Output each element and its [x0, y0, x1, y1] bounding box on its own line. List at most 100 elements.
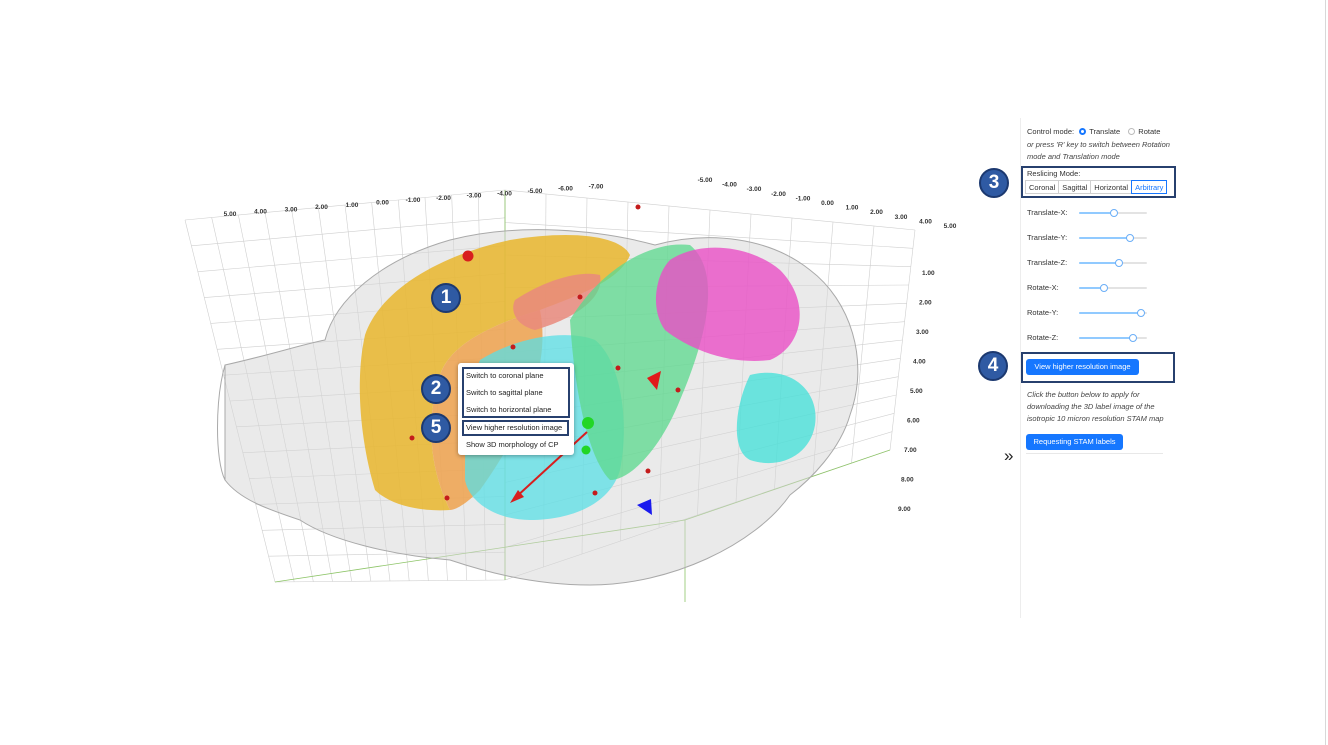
rotate-radio-label[interactable]: Rotate	[1138, 127, 1161, 136]
axis-tick-top-11: -6.00	[558, 186, 573, 193]
axis-tick-right-5: 6.00	[907, 418, 920, 425]
control-mode-row: Control mode: Translate Rotate	[1027, 127, 1160, 136]
rotate-handle-blue[interactable]	[637, 499, 652, 515]
reslicing-mode-label: Reslicing Mode:	[1027, 169, 1081, 178]
axis-tick-top-22: 4.00	[919, 218, 932, 225]
slider-label-1: Translate-Y:	[1027, 233, 1068, 242]
axis-tick-top-10: -5.00	[528, 188, 543, 195]
callout-4: 4	[978, 351, 1008, 381]
context-menu: Switch to coronal plane Switch to sagitt…	[458, 363, 574, 455]
menu-item-show-cp-morphology[interactable]: Show 3D morphology of CP	[466, 440, 559, 449]
handle-green[interactable]	[582, 417, 594, 429]
region-cortex	[359, 235, 630, 511]
translate-radio-label[interactable]: Translate	[1089, 127, 1121, 136]
slider-fill-3	[1079, 287, 1103, 289]
marker-points	[409, 204, 681, 501]
axis-tick-top-8: -3.00	[467, 193, 482, 200]
slider-thumb-3[interactable]	[1099, 284, 1108, 292]
collapse-panel-icon[interactable]: »	[1004, 446, 1014, 465]
slider-label-3: Rotate-X:	[1027, 283, 1059, 292]
menu-item-switch-horizontal[interactable]: Switch to horizontal plane	[466, 405, 552, 414]
callout-3: 3	[979, 168, 1009, 198]
axis-tick-top-18: 0.00	[821, 200, 834, 207]
arrow-red-head	[510, 490, 524, 503]
axis-tick-right-1: 2.00	[919, 300, 932, 307]
slider-track-4[interactable]	[1079, 309, 1147, 317]
mode-hint-line2: mode and Translation mode	[1027, 152, 1120, 161]
slider-thumb-0[interactable]	[1110, 209, 1118, 217]
callout-1: 1	[431, 283, 461, 313]
rotate-handle-red[interactable]	[647, 371, 661, 390]
arrow-red-line	[514, 431, 588, 499]
download-note-line2: downloading the 3D label image of the	[1027, 402, 1155, 411]
highlight-frame-plane-items	[462, 367, 570, 418]
control-mode-label: Control mode:	[1027, 127, 1075, 136]
highlight-frame-view-button	[1021, 352, 1175, 383]
axis-tick-right-0: 1.00	[922, 270, 935, 277]
slider-thumb-5[interactable]	[1129, 334, 1138, 342]
axis-tick-right-7: 8.00	[901, 477, 914, 484]
axis-tick-top-16: -2.00	[771, 191, 786, 198]
slider-thumb-2[interactable]	[1115, 259, 1124, 267]
request-stam-labels-button[interactable]: Requesting STAM labels	[1026, 434, 1123, 450]
reslicing-mode-segmented: Coronal Sagittal Horizontal Arbitrary	[1025, 180, 1168, 194]
highlight-frame-view-item	[462, 420, 569, 436]
axis-tick-top-2: 3.00	[285, 206, 298, 213]
reslicing-option-arbitrary[interactable]: Arbitrary	[1131, 180, 1168, 194]
olfactory-bulb	[217, 364, 226, 481]
region-salmon	[513, 273, 601, 330]
slider-fill-4	[1079, 312, 1141, 314]
grid-line-rh-1	[504, 222, 913, 249]
download-note-line1: Click the button below to apply for	[1027, 390, 1140, 399]
axis-tick-top-6: -1.00	[406, 197, 421, 204]
axis-tick-top-7: -2.00	[436, 195, 451, 202]
mode-hint-line1: or press 'R' key to switch between Rotat…	[1027, 140, 1170, 149]
slider-track-3[interactable]	[1079, 284, 1147, 292]
grid-line-h-14	[274, 579, 506, 583]
slider-track-2[interactable]	[1079, 259, 1147, 267]
axis-tick-top-4: 1.00	[346, 202, 359, 209]
axis-tick-top-19: 1.00	[846, 205, 859, 212]
page-edge	[1325, 0, 1326, 745]
slider-thumb-1[interactable]	[1126, 234, 1135, 242]
highlight-frame-reslicing	[1021, 166, 1176, 198]
grid-line-h-0	[184, 189, 506, 221]
callout-2: 2	[421, 374, 451, 404]
handle-green-small[interactable]	[581, 445, 591, 455]
axis-tick-right-8: 9.00	[898, 506, 911, 513]
reslicing-option-horizontal[interactable]: Horizontal	[1090, 180, 1133, 194]
axis-tick-top-12: -7.00	[589, 183, 604, 190]
control-panel: Control mode: Translate Rotate or press …	[1020, 118, 1170, 618]
menu-item-view-high-res[interactable]: View higher resolution image	[466, 423, 563, 432]
axis-tick-top-20: 2.00	[870, 209, 883, 216]
axis-tick-right-2: 3.00	[916, 329, 929, 336]
slider-track-1[interactable]	[1079, 234, 1147, 242]
axis-tick-top-17: -1.00	[796, 195, 811, 202]
slider-fill-0	[1079, 212, 1113, 214]
grid-line-rh-0	[504, 189, 916, 231]
axis-tick-right-4: 5.00	[910, 388, 923, 395]
download-note-line3: isotropic 10 micron resolution STAM map	[1027, 414, 1164, 423]
axis-tick-top-14: -4.00	[722, 182, 737, 189]
slider-thumb-4[interactable]	[1137, 309, 1146, 317]
menu-item-switch-coronal[interactable]: Switch to coronal plane	[466, 371, 544, 380]
marker-large-red[interactable]	[462, 250, 474, 262]
region-cerebellum-cyan	[736, 372, 816, 464]
slider-track-5[interactable]	[1079, 334, 1147, 342]
grid-line-h-1	[191, 217, 506, 247]
region-magenta	[655, 247, 800, 361]
axis-tick-top-5: 0.00	[376, 200, 389, 207]
slider-fill-1	[1079, 237, 1130, 239]
translate-radio[interactable]	[1079, 128, 1087, 135]
view-high-res-button[interactable]: View higher resolution image	[1026, 359, 1139, 375]
rotate-radio[interactable]	[1128, 128, 1136, 135]
axis-tick-right-6: 7.00	[904, 447, 917, 454]
slider-label-4: Rotate-Y:	[1027, 308, 1059, 317]
axis-tick-top-13: -5.00	[698, 177, 713, 184]
axis-tick-top-3: 2.00	[315, 204, 328, 211]
axis-tick-right-3: 4.00	[913, 359, 926, 366]
axis-tick-top-0: 5.00	[224, 211, 237, 218]
slider-label-2: Translate-Z:	[1027, 258, 1068, 267]
menu-item-switch-sagittal[interactable]: Switch to sagittal plane	[466, 388, 543, 397]
slider-track-0[interactable]	[1079, 209, 1147, 217]
